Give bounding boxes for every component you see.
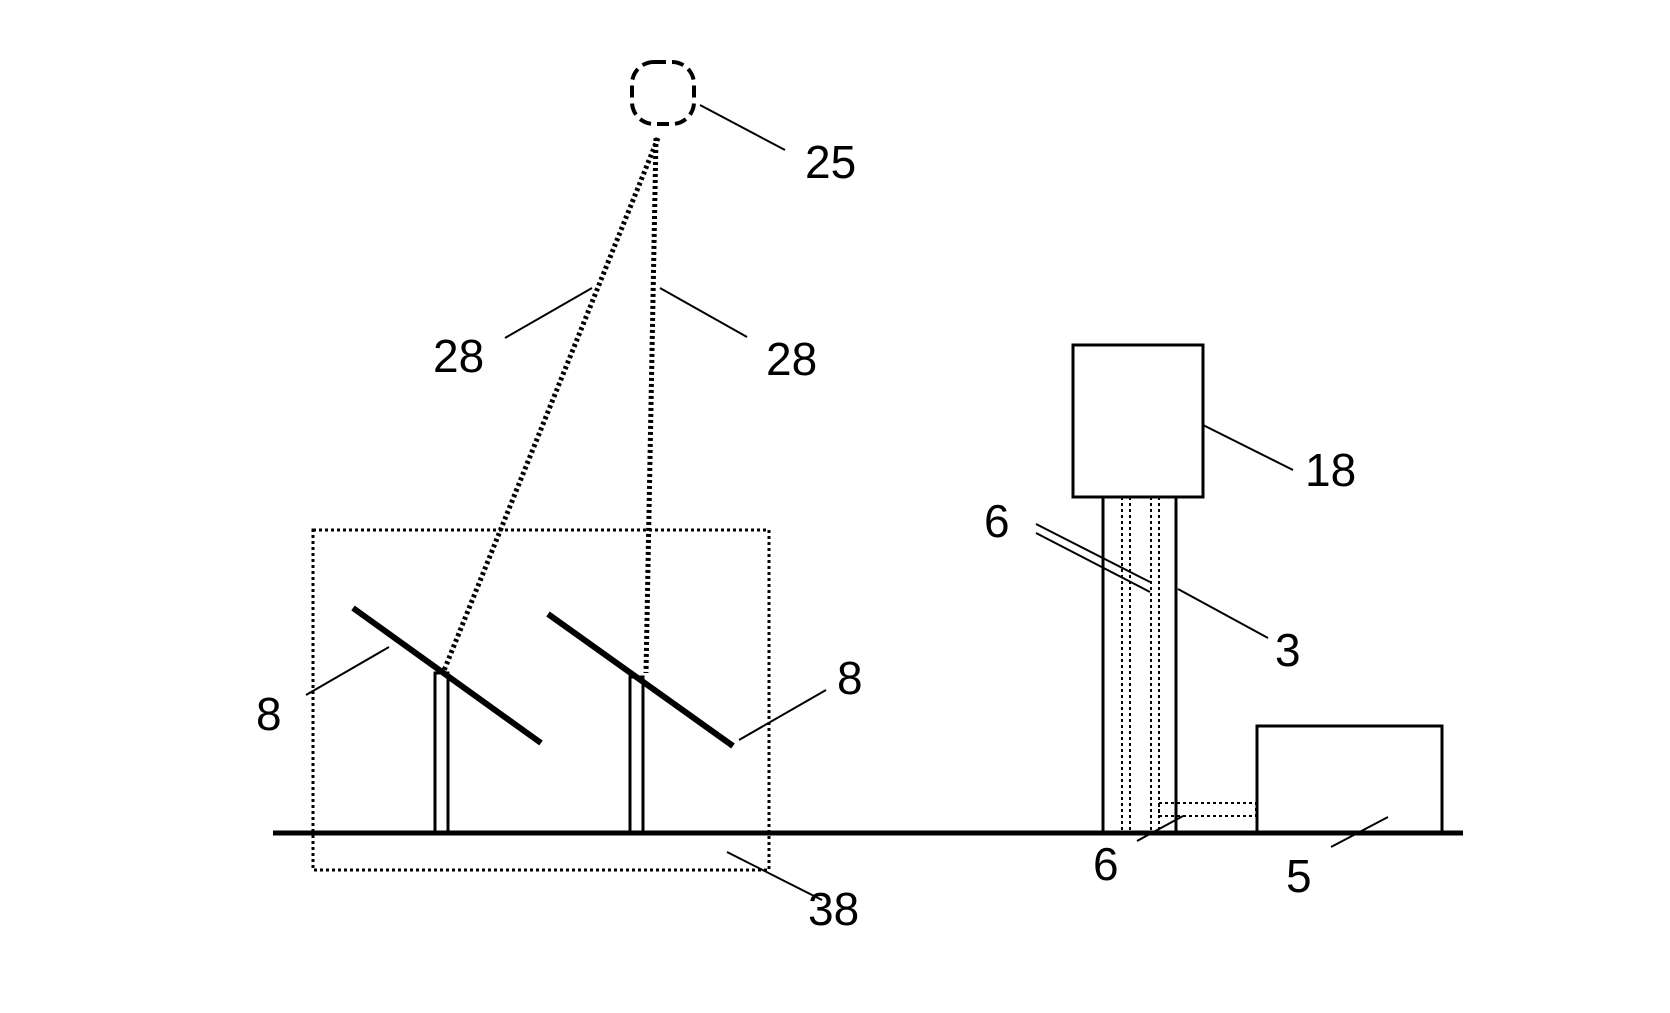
- heliostat-left-leader-line: [306, 647, 389, 695]
- storage-box: [1257, 726, 1442, 833]
- ray-left-leader-line: [505, 288, 592, 338]
- heliostat-left-post: [435, 673, 448, 833]
- receiver-box: [1073, 345, 1203, 497]
- heliostat-right-mirror: [548, 614, 733, 746]
- pipes-upper-label: 6: [984, 495, 1010, 547]
- heliostat-right-label: 8: [837, 652, 863, 704]
- tower-leader-line: [1178, 589, 1268, 638]
- receiver-label: 18: [1305, 444, 1356, 496]
- field-label: 38: [808, 883, 859, 935]
- storage-label: 5: [1286, 850, 1312, 902]
- ray-right-label: 28: [766, 333, 817, 385]
- receiver-leader-line: [1203, 425, 1293, 470]
- heliostat-field-boundary: [313, 530, 769, 870]
- sun-icon: [632, 62, 694, 124]
- sun-label: 25: [805, 136, 856, 188]
- pipe-horizontal: [1159, 803, 1256, 816]
- ray-right-leader-line: [660, 288, 747, 337]
- sun-ray-left: [443, 138, 658, 673]
- heliostat-left-label: 8: [256, 688, 282, 740]
- sun-ray-right: [646, 138, 656, 673]
- pipes-lower-label: 6: [1093, 838, 1119, 890]
- sun-leader-line: [700, 105, 785, 150]
- tower-label: 3: [1275, 624, 1301, 676]
- ray-left-label: 28: [433, 330, 484, 382]
- heliostat-right-post: [630, 677, 643, 833]
- heliostat-right-leader-line: [739, 690, 826, 740]
- pipes-upper-leader-line-a: [1036, 524, 1150, 582]
- pipes-upper-leader-line-b: [1036, 533, 1150, 592]
